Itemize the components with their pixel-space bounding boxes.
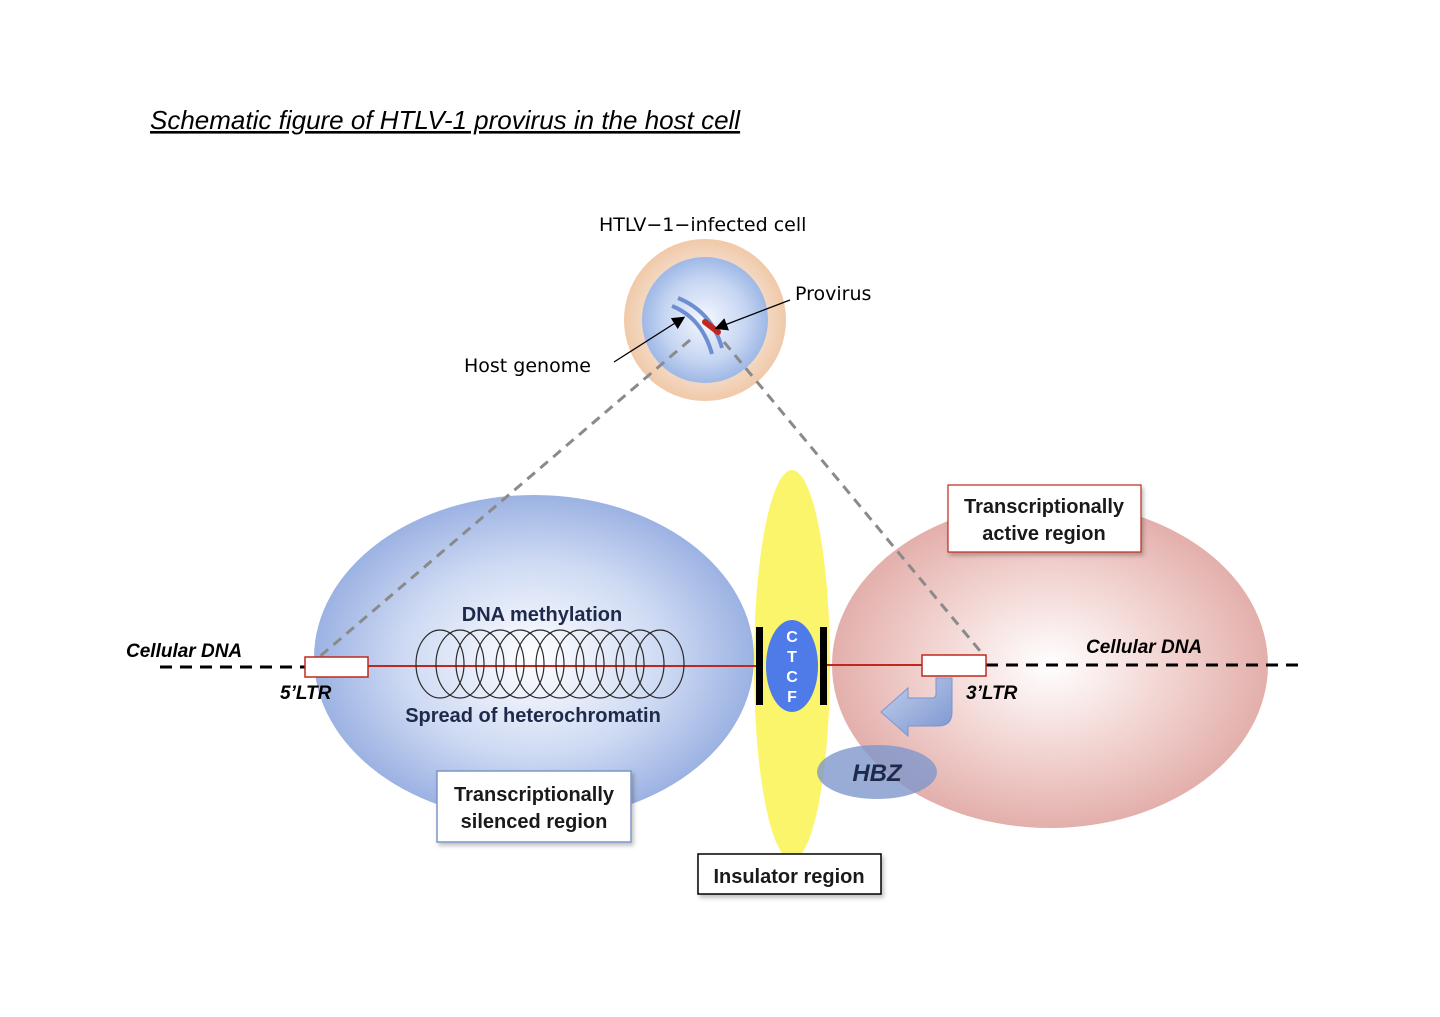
heterochromatin-label: Spread of heterochromatin (405, 705, 661, 727)
ltr5-label: 5’LTR (280, 683, 332, 704)
heterochromatin-loop (615, 629, 665, 699)
active-box-line1: Transcriptionally (964, 496, 1125, 518)
ctcf-letter-c1: C (786, 629, 798, 646)
zoom-line-left (317, 338, 691, 660)
heterochromatin-loop (635, 629, 685, 699)
cell-heading: HTLV−1−infected cell (599, 214, 806, 236)
ctcf-protein (766, 620, 818, 712)
active-box-line2: active region (982, 523, 1105, 545)
heterochromatin-loop (535, 629, 585, 699)
dna-methylation-label: DNA methylation (462, 604, 622, 626)
provirus-pointer-arrow (714, 299, 791, 331)
hbz-transcription-arrow-icon (880, 677, 953, 738)
cellular-dna-right-label: Cellular DNA (1086, 637, 1202, 658)
silenced-box-line2: silenced region (461, 811, 608, 833)
insulator-bar-right (820, 627, 827, 705)
heterochromatin-loop (435, 629, 485, 699)
provirus-label: Provirus (795, 283, 871, 305)
silenced-region-ellipse (314, 495, 754, 821)
ltr3-box (921, 654, 987, 677)
heterochromatin-loop (495, 629, 545, 699)
heterochromatin-loop (515, 629, 565, 699)
heterochromatin-loop (595, 629, 645, 699)
host-genome-strand-outer (677, 296, 724, 349)
hbz-label: HBZ (852, 760, 903, 787)
insulator-bar-left (756, 627, 763, 705)
host-genome-label: Host genome (464, 355, 591, 377)
heterochromatin-loop (475, 629, 525, 699)
heterochromatin-loop (575, 629, 625, 699)
active-region-box: Transcriptionally active region (947, 484, 1142, 553)
zoom-line-right (722, 341, 987, 658)
heterochromatin-coils (415, 629, 685, 699)
ctcf-letter-c2: C (786, 669, 798, 686)
silenced-box-line1: Transcriptionally (454, 784, 615, 806)
host-genome-strand-inner (671, 304, 714, 355)
silenced-region-box: Transcriptionally silenced region (436, 770, 632, 843)
ltr5-box (304, 656, 369, 678)
hbz-ellipse (817, 745, 937, 799)
heterochromatin-loop (415, 629, 465, 699)
ctcf-letter-t: T (787, 649, 797, 666)
ctcf-letter-f: F (787, 689, 797, 706)
heterochromatin-loop (555, 629, 605, 699)
insulator-region-box: Insulator region (697, 853, 882, 895)
host-genome-pointer-arrow (613, 316, 686, 363)
heterochromatin-loop (455, 629, 505, 699)
figure-title: Schematic figure of HTLV-1 provirus in t… (150, 105, 741, 135)
insulator-box-label: Insulator region (713, 866, 864, 888)
cellular-dna-left-label: Cellular DNA (126, 641, 242, 662)
ltr3-label: 3’LTR (966, 683, 1018, 704)
